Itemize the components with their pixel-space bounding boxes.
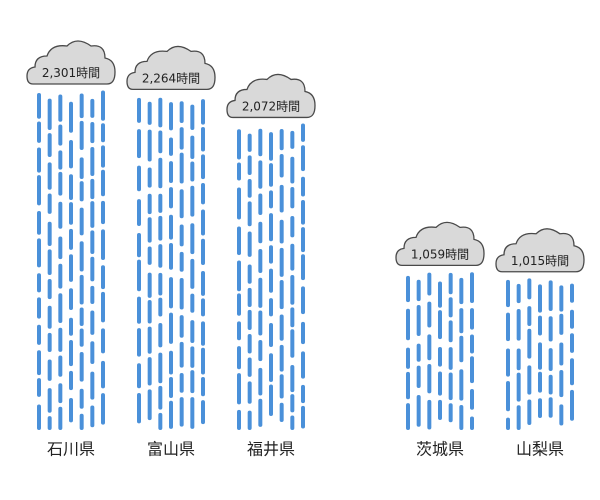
data-label: 2,264時間 bbox=[142, 71, 200, 85]
cloud-shape bbox=[495, 228, 585, 273]
cloud-shape bbox=[226, 73, 316, 119]
rain-bar: 1,059時間 bbox=[395, 221, 485, 430]
data-label: 2,072時間 bbox=[242, 99, 300, 113]
rain-bar: 2,264時間 bbox=[126, 45, 216, 430]
cloud-icon bbox=[226, 73, 316, 119]
rain-bar: 2,072時間 bbox=[226, 73, 316, 430]
cloud-icon bbox=[26, 40, 116, 85]
category-label: 福井県 bbox=[247, 440, 295, 459]
cloud-icon bbox=[495, 228, 585, 273]
category-label: 山梨県 bbox=[516, 440, 564, 459]
data-label: 1,059時間 bbox=[411, 247, 469, 261]
cloud-shape bbox=[126, 45, 216, 91]
data-label: 2,301時間 bbox=[42, 66, 100, 80]
category-label: 富山県 bbox=[147, 440, 195, 459]
cloud-icon bbox=[126, 45, 216, 91]
cloud-shape bbox=[395, 221, 485, 267]
rain-bar: 2,301時間 bbox=[26, 40, 116, 430]
rain-bar: 1,015時間 bbox=[495, 228, 585, 430]
cloud-icon bbox=[395, 221, 485, 267]
category-label: 石川県 bbox=[47, 440, 95, 459]
category-label: 茨城県 bbox=[416, 440, 464, 459]
cloud-shape bbox=[26, 40, 116, 85]
data-label: 1,015時間 bbox=[511, 254, 569, 268]
